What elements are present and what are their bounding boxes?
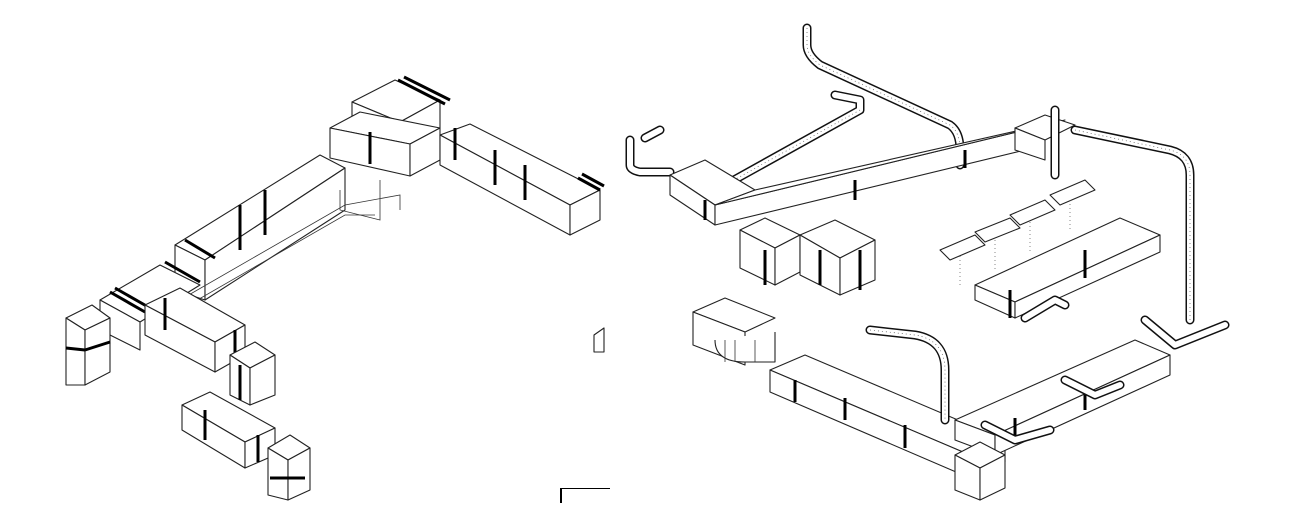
top-left-round-pipe	[625, 125, 675, 177]
center-diagonal-pipe	[720, 90, 865, 190]
center-lower-duct	[144, 287, 246, 373]
return-duct-outline	[179, 180, 401, 311]
main-diagonal-duct	[174, 154, 346, 301]
main-trunk-top	[669, 119, 1066, 226]
logo-mark	[560, 488, 610, 503]
right-grilles	[939, 179, 1096, 285]
center-block-cluster	[739, 217, 876, 296]
right-branch	[439, 123, 605, 236]
upper-box	[329, 111, 441, 177]
top-right-tee	[1014, 105, 1195, 325]
top-round-pipe	[802, 23, 965, 170]
right-duct-drawing	[615, 0, 1303, 507]
center-curved-pipe	[865, 325, 950, 425]
right-duct-svg	[625, 23, 1230, 501]
edge-fragment	[593, 327, 605, 353]
left-duct-svg	[65, 75, 605, 501]
fan-box	[692, 297, 776, 366]
left-duct-drawing	[0, 0, 615, 507]
left-arm	[99, 260, 201, 351]
lower-round-pipes	[980, 295, 1230, 445]
bottom-terminal-box	[954, 441, 1006, 501]
lower-riser	[229, 341, 276, 406]
bottom-branch	[181, 391, 276, 469]
bottom-terminal	[267, 434, 311, 501]
left-elbow	[65, 304, 111, 386]
lower-right-trunk	[954, 339, 1171, 456]
